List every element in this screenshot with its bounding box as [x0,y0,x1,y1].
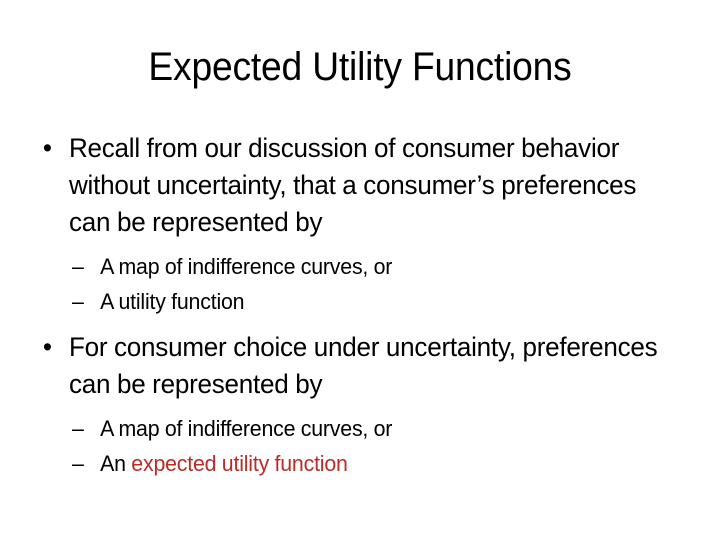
sub-bullet-item-1-1: – A map of indifference curves, or [40,251,669,282]
spacer [40,403,688,413]
bullet-item-2: • For consumer choice under uncertainty,… [40,329,665,403]
slide-body: • Recall from our discussion of consumer… [40,130,688,479]
sub-bullet-item-1-1-label: A map of indifference curves, or [100,254,393,279]
dash-marker-icon: – [72,289,84,314]
dash-marker-icon: – [72,451,84,476]
spacer [40,241,688,251]
dash-marker-icon: – [72,254,84,279]
spacer [40,317,688,329]
page-title: Expected Utility Functions [148,45,572,89]
sub-bullet-item-2-2-label: An expected utility function [100,448,668,479]
sub-bullet-item-2-2-accent: expected utility function [131,451,348,476]
sub-bullet-item-2-1: – A map of indifference curves, or [40,413,669,444]
bullet-item-2-label: For consumer choice under uncertainty, p… [68,332,658,399]
sub-bullet-item-2-2-prefix: An [100,451,132,476]
sub-bullet-item-1-2: – A utility function [40,286,669,317]
bullet-item-1: • Recall from our discussion of consumer… [40,130,665,241]
bullet-marker-icon: • [42,133,52,163]
bullet-item-1-label: Recall from our discussion of consumer b… [68,133,637,237]
sub-bullet-item-2-2: – An expected utility function [40,448,669,479]
sub-bullet-item-2-1-label: A map of indifference curves, or [100,416,393,441]
bullet-marker-icon: • [42,332,52,362]
dash-marker-icon: – [72,416,84,441]
sub-bullet-item-1-2-label: A utility function [100,289,245,314]
